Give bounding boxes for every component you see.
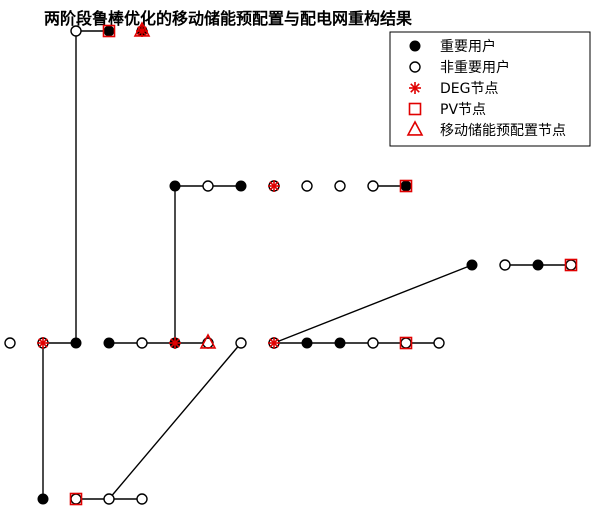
normal-user-node	[4, 337, 16, 349]
legend-item-important: 重要用户	[409, 38, 496, 55]
pv-marker-icon	[102, 24, 116, 38]
bus-node	[103, 337, 115, 349]
normal-user-node	[70, 25, 82, 37]
important-user-node	[466, 259, 478, 271]
pv-marker-icon	[69, 492, 83, 506]
bus-node	[367, 180, 379, 192]
normal-user-node	[136, 493, 148, 505]
mobile-storage-marker-icon	[199, 333, 217, 349]
bus-node	[532, 259, 544, 271]
filled-circle-icon	[409, 40, 421, 52]
bus-node	[334, 337, 346, 349]
square-icon	[408, 102, 422, 116]
bus-node	[235, 337, 247, 349]
normal-user-node	[499, 259, 511, 271]
deg-marker-icon	[169, 337, 181, 349]
bus-node	[37, 337, 49, 349]
bus-node	[70, 337, 82, 349]
bus-nodes	[4, 21, 578, 506]
legend-label: 重要用户	[440, 38, 496, 55]
bus-node	[136, 493, 148, 505]
bus-node	[199, 333, 217, 349]
pv-marker-icon	[399, 336, 413, 350]
important-user-node	[334, 337, 346, 349]
legend-item-normal: 非重要用户	[409, 59, 510, 76]
bus-node	[235, 180, 247, 192]
important-user-node	[70, 337, 82, 349]
pv-marker-icon	[564, 258, 578, 272]
deg-marker-icon	[268, 337, 280, 349]
bus-node	[499, 259, 511, 271]
legend-label: DEG节点	[440, 81, 498, 97]
legend-item-deg: DEG节点	[409, 81, 498, 97]
legend-label: 非重要用户	[440, 59, 510, 76]
important-user-node	[532, 259, 544, 271]
bus-node	[37, 493, 49, 505]
diagram-title: 两阶段鲁棒优化的移动储能预配置与配电网重构结果	[44, 9, 413, 28]
deg-marker-icon	[37, 337, 49, 349]
legend-item-mess: 移动储能预配置节点	[406, 120, 566, 139]
bus-node	[133, 21, 151, 37]
legend-label: PV节点	[440, 102, 486, 118]
important-user-node	[400, 180, 412, 192]
bus-node	[301, 180, 313, 192]
normal-user-node	[136, 337, 148, 349]
bus-node	[334, 180, 346, 192]
normal-user-node	[367, 337, 379, 349]
bus-node	[367, 337, 379, 349]
bus-node	[169, 180, 181, 192]
normal-user-node	[367, 180, 379, 192]
important-user-node	[103, 25, 115, 37]
bus-node	[102, 24, 116, 38]
important-user-node	[301, 337, 313, 349]
normal-user-node	[202, 180, 214, 192]
bus-node	[268, 180, 280, 192]
normal-user-node	[565, 259, 577, 271]
branch-line	[108, 342, 242, 500]
normal-user-node	[70, 493, 82, 505]
bus-node	[4, 337, 16, 349]
asterisk-icon	[409, 82, 421, 94]
bus-node	[399, 336, 413, 350]
bus-node	[69, 492, 83, 506]
normal-user-node	[400, 337, 412, 349]
bus-node	[433, 337, 445, 349]
hollow-circle-icon	[409, 61, 421, 73]
pv-marker-icon	[399, 179, 413, 193]
important-user-node	[235, 180, 247, 192]
bus-node	[103, 493, 115, 505]
legend-item-pv: PV节点	[408, 102, 486, 118]
important-user-node	[37, 493, 49, 505]
deg-marker-icon	[268, 180, 280, 192]
bus-node	[202, 180, 214, 192]
legend-box	[389, 31, 591, 147]
normal-user-node	[334, 180, 346, 192]
legend-label: 移动储能预配置节点	[440, 123, 566, 139]
bus-node	[268, 337, 280, 349]
triangle-icon	[406, 120, 424, 136]
bus-node	[466, 259, 478, 271]
bus-node	[70, 25, 82, 37]
important-user-node	[103, 337, 115, 349]
bus-node	[301, 337, 313, 349]
normal-user-node	[433, 337, 445, 349]
branch-line	[273, 264, 473, 344]
bus-node	[136, 337, 148, 349]
bus-node	[564, 258, 578, 272]
normal-user-node	[235, 337, 247, 349]
bus-node	[399, 179, 413, 193]
normal-user-node	[103, 493, 115, 505]
important-user-node	[169, 180, 181, 192]
bus-node	[169, 337, 181, 349]
normal-user-node	[301, 180, 313, 192]
mobile-storage-marker-icon	[133, 21, 151, 37]
